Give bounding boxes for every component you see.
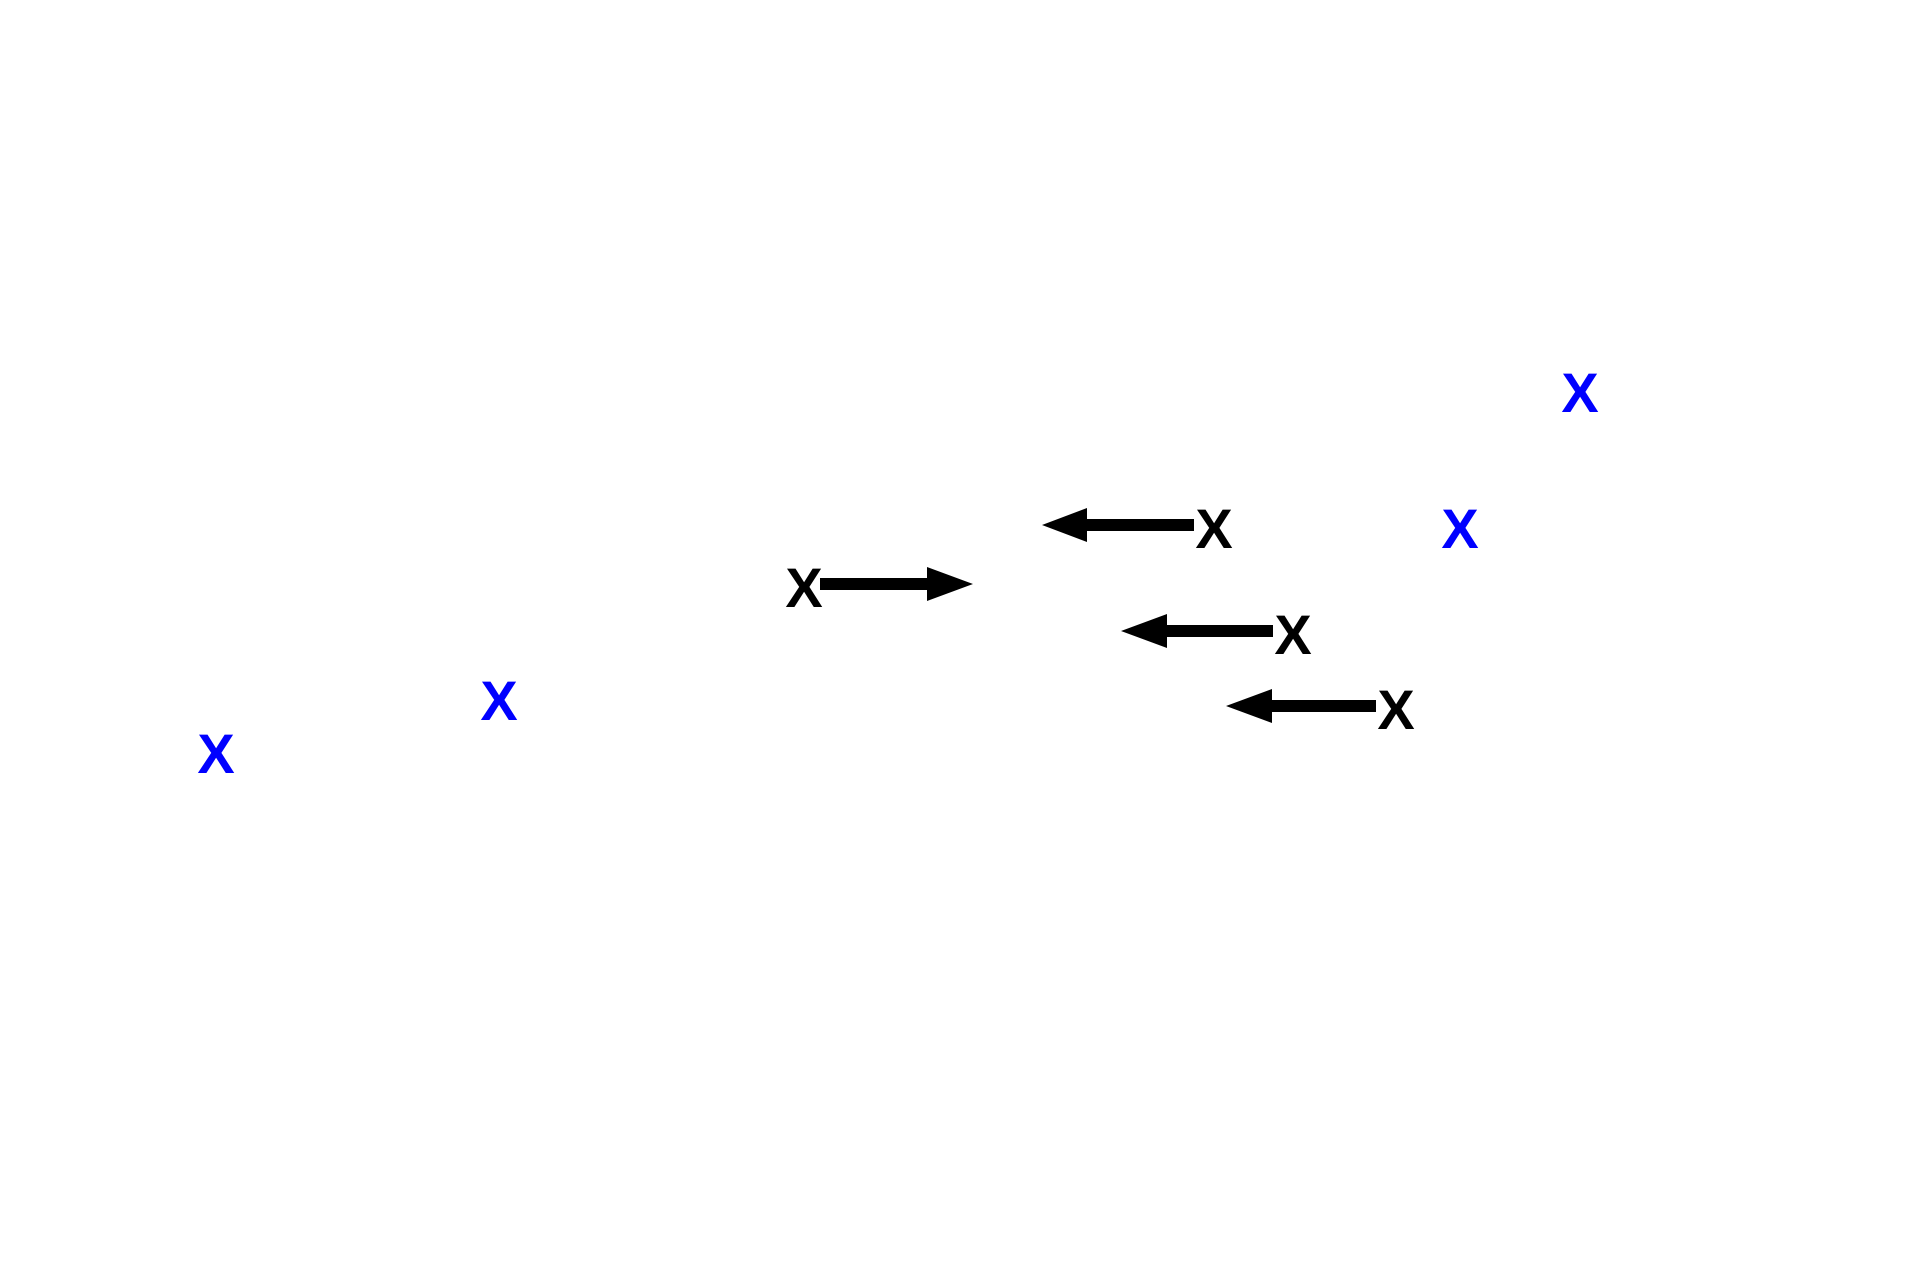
static-marker-4: X [197, 722, 234, 785]
moving-marker-4: X [1377, 678, 1414, 741]
arrow-right-1 [820, 567, 973, 601]
static-marker-2: X [1441, 497, 1478, 560]
moving-marker-group: X X X X [785, 497, 1414, 741]
moving-marker-1: X [785, 556, 822, 619]
static-marker-1: X [1561, 361, 1598, 424]
arrow-left-3 [1121, 614, 1273, 648]
moving-marker-2: X [1195, 497, 1232, 560]
arrow-left-4 [1226, 689, 1376, 723]
static-marker-group: X X X X [197, 361, 1598, 785]
moving-marker-3: X [1274, 603, 1311, 666]
static-marker-3: X [480, 669, 517, 732]
arrow-left-2 [1042, 508, 1194, 542]
